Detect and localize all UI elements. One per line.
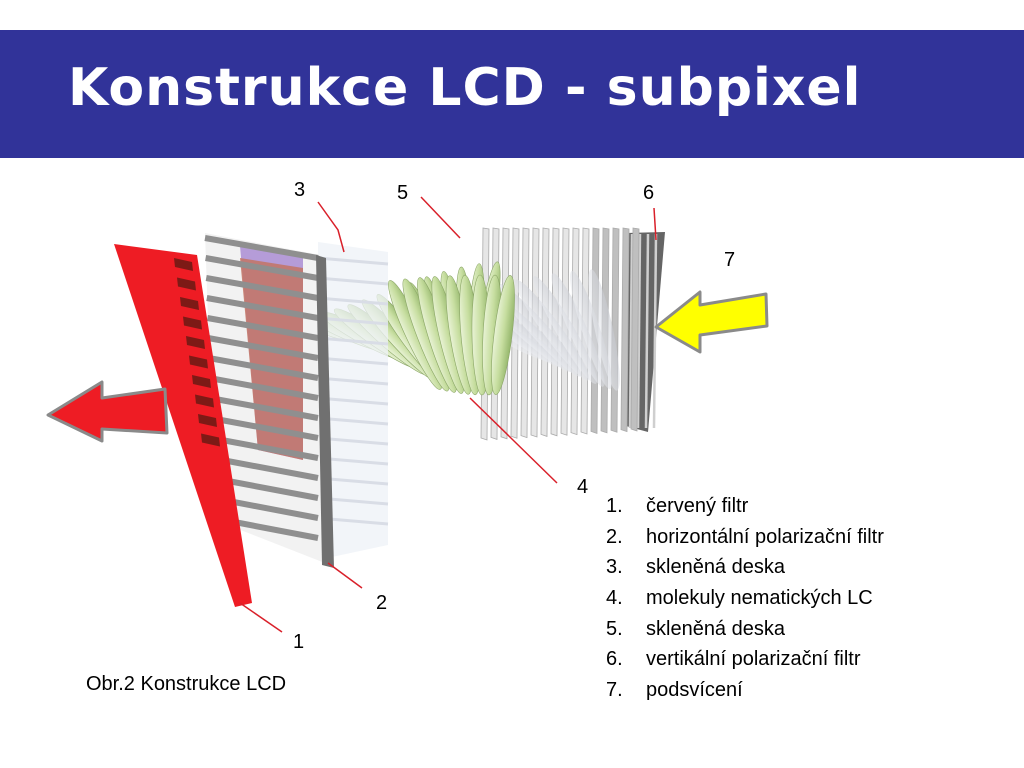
polarizer-slat	[208, 375, 319, 401]
callout-7: 7	[724, 249, 736, 271]
red-left-arrow-icon	[46, 380, 169, 443]
polarizer-slat	[209, 395, 319, 421]
polarizer-stripe	[652, 233, 658, 429]
polarizer-slat	[210, 435, 319, 461]
callout-5: 5	[397, 182, 409, 204]
filter-slot	[177, 277, 196, 291]
slide-title: Konstrukce LCD - subpixel	[68, 58, 862, 118]
callout-4: 4	[577, 476, 589, 498]
polarizer-stripe	[628, 233, 634, 429]
legend-item: 3.skleněná deska	[606, 556, 785, 579]
glass-slat	[317, 316, 389, 326]
polarizer-slat	[209, 415, 319, 441]
callout-2: 2	[376, 592, 388, 614]
filter-slot	[198, 414, 217, 427]
legend-item: 1.červený filtr	[606, 494, 749, 517]
yellow-left-arrow-icon	[654, 290, 769, 354]
glass-slat	[630, 227, 640, 432]
polarizer-slat	[207, 335, 319, 361]
polarizer-slat	[204, 235, 319, 261]
filter-slot	[195, 394, 214, 408]
callout-6: 6	[643, 182, 655, 204]
legend-list: 1.červený filtr 2.horizontální polarizač…	[606, 491, 884, 706]
filter-slot	[180, 297, 199, 310]
figure-caption: Obr.2 Konstrukce LCD	[86, 673, 287, 695]
polarizer-stripe	[636, 233, 642, 429]
glass-slat	[317, 296, 389, 306]
filter-slot	[189, 355, 208, 369]
polarizer-slat	[208, 355, 319, 381]
polarizer-stripe	[644, 233, 650, 429]
filter-slot	[192, 375, 211, 388]
callout-1: 1	[293, 631, 305, 653]
red-filter	[114, 244, 252, 607]
callout-3: 3	[294, 179, 306, 201]
polarizer-slat	[206, 295, 319, 321]
lc-molecule-back	[551, 273, 605, 387]
legend-item: 7.podsvícení	[606, 678, 743, 701]
title-bar	[0, 30, 1024, 158]
polarizer-slat	[205, 255, 319, 281]
glass-slat	[317, 376, 389, 386]
glass-slat	[317, 256, 389, 266]
filter-slot	[183, 316, 202, 330]
leader-lines	[239, 196, 657, 633]
glass-slat	[317, 336, 389, 346]
lc-molecule-back	[570, 270, 612, 390]
legend-item: 6.vertikální polarizační filtr	[606, 648, 861, 671]
polarizer-slat	[206, 315, 319, 341]
legend-item: 2.horizontální polarizační filtr	[606, 525, 884, 548]
legend-item: 5.skleněná deska	[606, 617, 785, 640]
lc-molecule-back	[533, 276, 597, 384]
polarizer-slat	[205, 275, 319, 301]
glass-plate-front	[317, 242, 389, 560]
glass-slat	[317, 276, 389, 286]
glass-slat	[620, 227, 630, 433]
horizontal-polarizer	[204, 233, 334, 568]
lc-molecule-back	[588, 269, 620, 391]
legend-item: 4.molekuly nematických LC	[606, 586, 873, 609]
glass-slat	[317, 396, 389, 406]
filter-slot	[186, 336, 205, 349]
lc-molecule	[491, 275, 515, 395]
filter-slot	[201, 433, 220, 447]
glass-slat	[317, 356, 389, 366]
filter-slot	[174, 258, 193, 271]
